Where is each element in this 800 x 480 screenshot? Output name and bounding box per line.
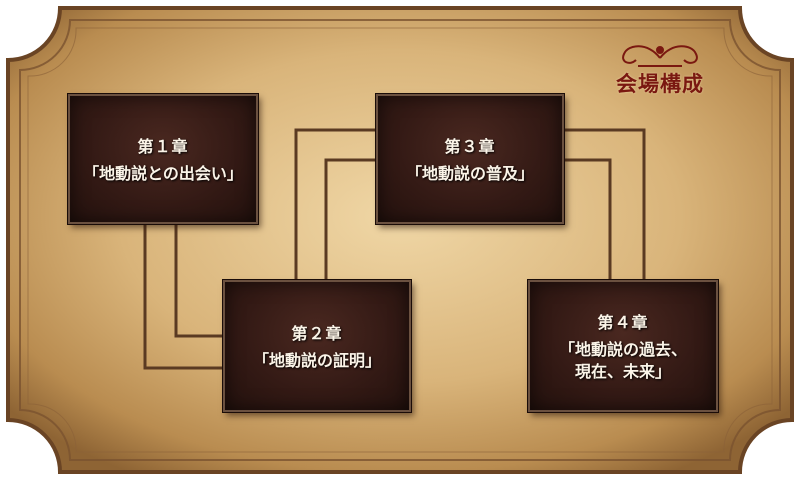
chapter-4-number: 第４章: [597, 313, 649, 332]
chapter-1-number: 第１章: [137, 137, 189, 156]
page-title: 会場構成: [616, 71, 704, 96]
inner-border-line: [19, 19, 781, 461]
chapter-2-box: 第２章 「地動説の証明」: [223, 280, 411, 412]
connector-lines: [143, 128, 646, 370]
chapter-3-number: 第３章: [444, 137, 496, 156]
chapter-3-title: 「地動説の普及」: [405, 164, 534, 183]
chapter-3-box: 第３章 「地動説の普及」: [376, 94, 564, 224]
chapter-4-title: 「地動説の過去、 現在、未来」: [558, 340, 687, 381]
ornament-icon: [622, 45, 698, 67]
chapter-1-box: 第１章 「地動説との出会い」: [68, 94, 258, 224]
chapter-4-box: 第４章 「地動説の過去、 現在、未来」: [528, 280, 718, 412]
chapter-2-number: 第２章: [291, 324, 343, 343]
chapter-2-title: 「地動説の証明」: [252, 351, 381, 370]
chapter-1-title: 「地動説との出会い」: [83, 164, 243, 183]
